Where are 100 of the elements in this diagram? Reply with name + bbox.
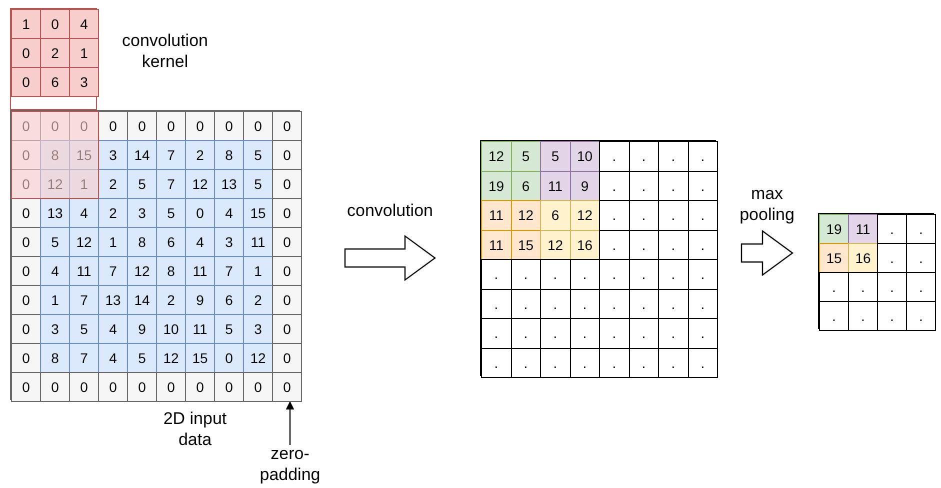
grid-cell: 0 (11, 169, 41, 199)
grid-cell: 19 (819, 214, 849, 244)
grid-cell: 8 (40, 140, 70, 170)
block-arrow (740, 230, 794, 276)
grid-cell: 15 (243, 198, 273, 228)
grid-cell: 8 (40, 343, 70, 373)
grid-cell: 0 (11, 38, 41, 68)
grid-cell: 15 (819, 243, 849, 273)
grid-cell: 0 (40, 9, 70, 39)
grid-cell: 2 (243, 285, 273, 315)
grid-cell: 12 (570, 200, 600, 230)
grid-cell: 3 (127, 198, 157, 228)
grid-cell: 0 (214, 372, 244, 402)
grid-cell: 7 (69, 343, 99, 373)
grid-cell: . (819, 301, 849, 331)
grid-cell: 1 (11, 9, 41, 39)
grid-cell: 12 (540, 230, 570, 260)
grid-cell: 0 (272, 227, 302, 257)
grid-cell: 12 (69, 227, 99, 257)
grid-cell: 0 (272, 111, 302, 141)
grid-cell: . (599, 141, 630, 172)
grid-cell: 0 (11, 343, 41, 373)
grid-cell: . (688, 141, 718, 172)
grid-cell: . (688, 348, 718, 378)
callout-text: zero-padding (250, 443, 330, 485)
grid-cell: 0 (98, 372, 128, 402)
grid-cell: . (906, 214, 936, 244)
grid-cell: 0 (40, 111, 70, 141)
grid-cell: 0 (272, 169, 302, 199)
grid-cell: 0 (69, 372, 99, 402)
grid-cell: 0 (272, 343, 302, 373)
grid-cell: 0 (40, 372, 70, 402)
grid-cell: 1 (69, 38, 99, 68)
grid-cell: 4 (214, 198, 244, 228)
grid-cell: 1 (69, 169, 99, 199)
grid-cell: 5 (214, 314, 244, 344)
grid-cell: 0 (272, 314, 302, 344)
grid-cell: 16 (848, 243, 878, 273)
grid-cell: 12 (243, 343, 273, 373)
grid-cell: 9 (185, 285, 215, 315)
grid-cell: 4 (98, 314, 128, 344)
grid-cell: 4 (69, 9, 99, 39)
grid-cell: 0 (11, 67, 41, 97)
grid-cell: 0 (11, 256, 41, 286)
grid-cell: 11 (540, 170, 570, 201)
grid-cell: 12 (127, 256, 157, 286)
grid-cell: 5 (510, 141, 541, 172)
node-label: convolution kernel (120, 30, 209, 72)
grid-cell: 0 (11, 314, 41, 344)
grid-cell: 11 (185, 314, 215, 344)
grid-cell: 0 (243, 372, 273, 402)
grid-cell: 0 (243, 111, 273, 141)
grid-cell: 5 (127, 169, 157, 199)
grid-cell: 2 (40, 38, 70, 68)
grid-cell: 0 (272, 372, 302, 402)
grid-cell: 3 (243, 314, 273, 344)
grid-cell: . (819, 272, 849, 302)
grid-cell: 5 (40, 227, 70, 257)
grid-cell: 14 (127, 285, 157, 315)
grid-cell: 12 (40, 169, 70, 199)
edge-label: convolution (346, 200, 434, 221)
grid-cell: 3 (69, 67, 99, 97)
number-grid (10, 110, 300, 400)
grid-cell: 0 (11, 198, 41, 228)
grid-cell: 12 (481, 141, 512, 172)
grid-cell: 0 (69, 111, 99, 141)
grid-cell: 8 (156, 256, 186, 286)
grid-cell: 0 (127, 111, 157, 141)
grid-cell: 4 (185, 227, 215, 257)
grid-cell: 0 (11, 227, 41, 257)
grid-cell: 5 (243, 140, 273, 170)
block-arrow (344, 234, 436, 282)
grid-cell: 12 (510, 200, 541, 230)
grid-cell: 7 (69, 285, 99, 315)
grid-cell: 5 (127, 343, 157, 373)
grid-cell: 5 (540, 141, 570, 172)
grid-cell: 0 (11, 372, 41, 402)
grid-cell: 13 (40, 198, 70, 228)
grid-cell: 0 (272, 140, 302, 170)
grid-cell: 15 (69, 140, 99, 170)
leader-arrow (286, 401, 294, 445)
grid-cell: 7 (156, 169, 186, 199)
grid-cell: . (481, 348, 512, 378)
grid-cell: 0 (11, 285, 41, 315)
grid-cell: 13 (214, 169, 244, 199)
grid-cell: 0 (185, 372, 215, 402)
grid-cell: 11 (481, 200, 512, 230)
grid-cell: 0 (156, 372, 186, 402)
grid-cell: 3 (214, 227, 244, 257)
grid-cell: 4 (98, 343, 128, 373)
grid-cell: 14 (127, 140, 157, 170)
grid-cell: 2 (98, 198, 128, 228)
grid-cell: 1 (40, 285, 70, 315)
grid-cell: 12 (156, 343, 186, 373)
grid-cell: 11 (185, 256, 215, 286)
grid-cell: 2 (185, 140, 215, 170)
grid-cell: 3 (98, 140, 128, 170)
grid-cell: 19 (481, 170, 512, 201)
grid-cell: 4 (40, 256, 70, 286)
grid-cell: 0 (214, 343, 244, 373)
